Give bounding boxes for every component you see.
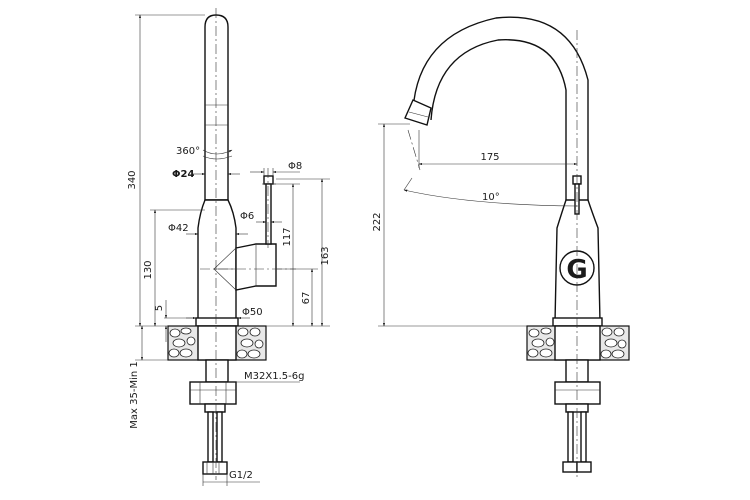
front-view <box>167 8 296 480</box>
dim-hose-thread: G1/2 <box>229 470 253 481</box>
side-dimensions: 175 10° 222 <box>372 123 578 327</box>
front-dimensions: 340 130 5 360° Φ24 Φ8 Φ6 Φ42 <box>127 14 331 486</box>
dim-spout-reach: 175 <box>480 152 499 163</box>
dim-body-height: 130 <box>143 260 154 279</box>
dim-spout-height: 222 <box>372 212 383 231</box>
dim-max-counter-thickness: Max 35-Min 1 <box>129 361 140 428</box>
dim-swivel-angle: 360° <box>176 146 200 157</box>
front-body <box>197 199 237 323</box>
front-stone-pattern <box>168 327 264 359</box>
dim-lever-diameter: Φ8 <box>288 161 302 172</box>
dim-base-gap: 5 <box>154 305 165 311</box>
dim-lever-height: 117 <box>282 227 293 246</box>
dim-outlet-height: 67 <box>301 292 312 305</box>
dim-handle-height: 163 <box>320 246 331 265</box>
side-stone-pattern <box>527 327 627 359</box>
dim-mount-thread: M32X1.5-6g <box>244 371 304 382</box>
front-spout <box>204 14 229 201</box>
dim-tilt-angle: 10° <box>482 192 500 203</box>
side-spout <box>412 16 589 200</box>
side-view: G <box>404 16 630 480</box>
dim-height-total: 340 <box>127 170 138 189</box>
dim-body-diameter: Φ42 <box>168 223 189 234</box>
front-lever <box>263 175 274 185</box>
dim-spout-diameter: Φ24 <box>172 169 194 180</box>
dim-base-diameter: Φ50 <box>242 307 263 318</box>
dim-handle-shaft-diameter: Φ6 <box>240 211 254 222</box>
